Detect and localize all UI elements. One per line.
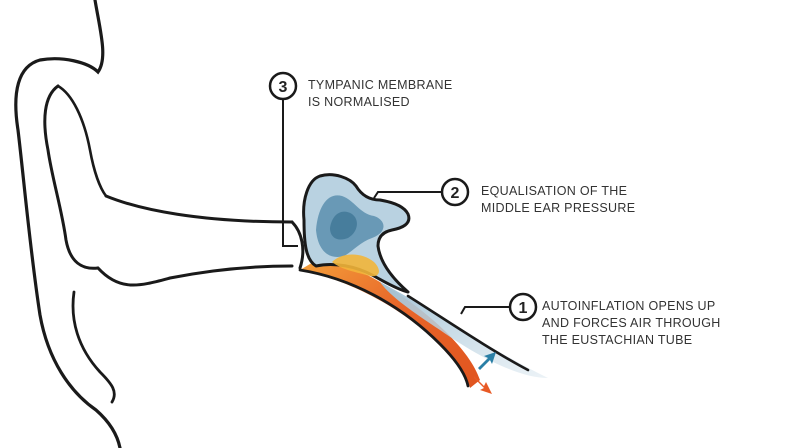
callout-2-text: EQUALISATION OF THE MIDDLE EAR PRESSURE	[481, 183, 635, 217]
callout-1-text: AUTOINFLATION OPENS UP AND FORCES AIR TH…	[542, 298, 721, 349]
callout-1-line1: AUTOINFLATION OPENS UP	[542, 299, 716, 313]
callout-1-line2: AND FORCES AIR THROUGH	[542, 316, 721, 330]
callout-2-line1: EQUALISATION OF THE	[481, 184, 628, 198]
callout-3-line2: IS NORMALISED	[308, 95, 410, 109]
callout-2: 2	[373, 177, 470, 207]
eustachian-tube	[298, 258, 548, 388]
callout-3-number: 3	[279, 79, 288, 96]
ear-canal	[96, 194, 304, 288]
callout-2-number: 2	[451, 185, 460, 202]
callout-3-text: TYMPANIC MEMBRANE IS NORMALISED	[308, 77, 452, 111]
callout-1-number: 1	[519, 300, 528, 317]
arrow-down-right-icon	[474, 376, 492, 394]
arrow-up-right-icon	[478, 352, 496, 370]
callout-3: 3	[268, 71, 298, 247]
tympanic-membrane	[290, 220, 305, 270]
callout-2-line2: MIDDLE EAR PRESSURE	[481, 201, 636, 215]
callout-1-line3: THE EUSTACHIAN TUBE	[542, 333, 693, 347]
callout-1: 1	[460, 292, 538, 322]
callout-3-line1: TYMPANIC MEMBRANE	[308, 78, 453, 92]
middle-ear-cavity	[302, 173, 411, 294]
